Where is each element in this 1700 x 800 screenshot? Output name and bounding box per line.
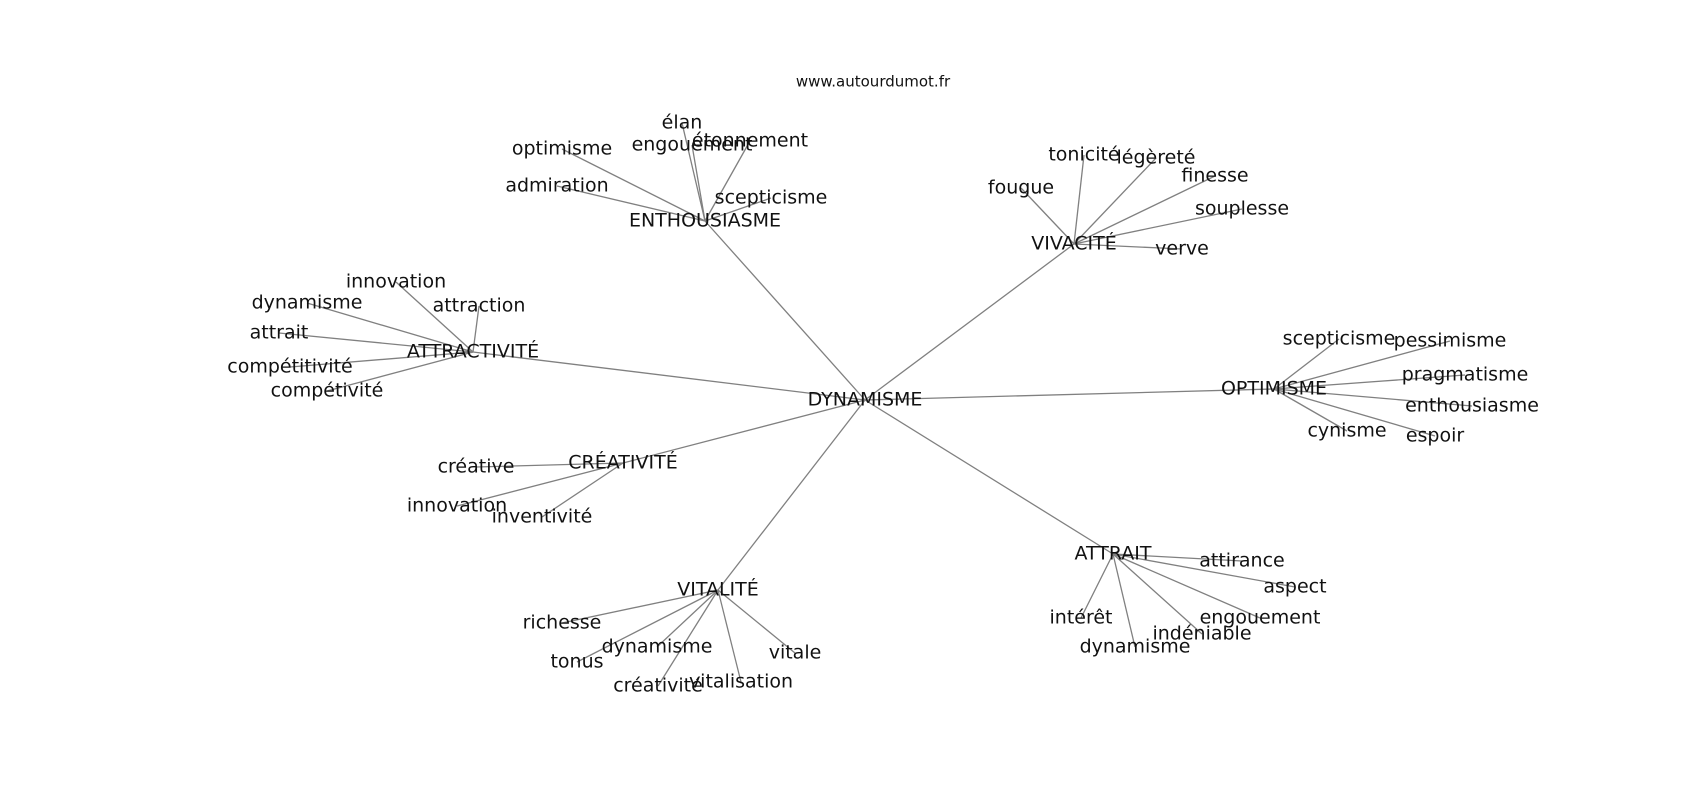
edge-group-to-leaf: [475, 462, 624, 468]
edge-group-to-leaf: [1080, 553, 1114, 619]
leaf-node-label[interactable]: indéniable: [1152, 623, 1251, 645]
edge-group-to-leaf: [456, 462, 624, 507]
group-node-label[interactable]: ATTRACTIVITÉ: [407, 340, 539, 363]
edge-group-to-leaf: [1073, 157, 1157, 245]
edge-group-to-leaf: [556, 185, 706, 222]
edge-group-to-leaf: [541, 462, 624, 518]
leaf-node-label[interactable]: vitalisation: [689, 671, 793, 693]
leaf-node-label[interactable]: verve: [1155, 238, 1209, 260]
leaf-node-label[interactable]: innovation: [407, 495, 507, 517]
edge-group-to-leaf: [1273, 388, 1348, 432]
edge-center-to-group: [622, 399, 866, 464]
edge-group-to-leaf: [717, 589, 796, 654]
leaf-node-label[interactable]: pragmatisme: [1402, 364, 1529, 386]
leaf-node-label[interactable]: enthousiasme: [1405, 395, 1539, 417]
leaf-node-label[interactable]: aspect: [1263, 576, 1326, 598]
edge-group-to-leaf: [1112, 553, 1243, 562]
edge-center-to-group: [704, 220, 866, 401]
edge-group-to-leaf: [395, 281, 474, 353]
leaf-node-label[interactable]: inventivité: [492, 506, 593, 528]
leaf-node-label[interactable]: créativité: [613, 675, 703, 697]
leaf-node-label[interactable]: admiration: [505, 175, 608, 197]
edge-group-to-leaf: [278, 332, 474, 353]
edge-group-to-leaf: [657, 589, 719, 687]
group-node-label[interactable]: VIVACITÉ: [1031, 232, 1117, 255]
leaf-node-label[interactable]: élan: [662, 112, 703, 134]
leaf-node-label[interactable]: vitale: [769, 642, 822, 664]
leaf-node-label[interactable]: attirance: [1199, 550, 1284, 572]
graph-labels: DYNAMISME ENTHOUSIASME optimisme engouement…: [227, 112, 1539, 697]
group-node-label[interactable]: ENTHOUSIASME: [629, 210, 781, 232]
group-node-label[interactable]: CRÉATIVITÉ: [568, 451, 677, 474]
edge-group-to-leaf: [561, 148, 706, 222]
leaf-node-label[interactable]: compétivité: [271, 380, 384, 402]
edge-group-to-leaf: [472, 305, 480, 353]
edge-group-to-leaf: [289, 351, 474, 368]
leaf-node-label[interactable]: étonnement: [692, 130, 808, 152]
source-url: www.autourdumot.fr: [796, 73, 951, 91]
leaf-node-label[interactable]: tonicité: [1048, 144, 1119, 166]
leaf-node-label[interactable]: espoir: [1406, 425, 1465, 447]
edge-group-to-leaf: [1073, 208, 1243, 245]
group-node-label[interactable]: VITALITÉ: [677, 578, 759, 601]
leaf-node-label[interactable]: cynisme: [1307, 420, 1386, 442]
edge-group-to-leaf: [1073, 243, 1183, 250]
leaf-node-label[interactable]: légèreté: [1117, 147, 1196, 169]
edge-group-to-leaf: [1273, 374, 1466, 390]
edge-group-to-leaf: [306, 302, 474, 353]
edge-group-to-leaf: [1112, 553, 1261, 619]
edge-group-to-leaf: [1073, 154, 1085, 245]
edge-group-to-leaf: [681, 122, 706, 222]
edge-group-to-leaf: [326, 351, 474, 392]
edge-center-to-group: [864, 399, 1114, 555]
leaf-node-label[interactable]: scepticisme: [1283, 328, 1396, 350]
edge-group-to-leaf: [1020, 187, 1075, 245]
edge-center-to-group: [864, 388, 1275, 401]
edge-group-to-leaf: [1273, 340, 1451, 390]
leaf-node-label[interactable]: engouement: [632, 134, 753, 156]
edge-center-to-group: [717, 399, 866, 591]
leaf-node-label[interactable]: tonus: [550, 651, 603, 673]
edge-group-to-leaf: [1273, 388, 1473, 407]
leaf-node-label[interactable]: finesse: [1181, 165, 1248, 187]
leaf-node-label[interactable]: dynamisme: [1080, 636, 1191, 658]
edge-group-to-leaf: [717, 589, 742, 683]
leaf-node-label[interactable]: attrait: [250, 322, 309, 344]
leaf-node-label[interactable]: souplesse: [1195, 198, 1289, 220]
edge-group-to-leaf: [1112, 553, 1136, 648]
edge-group-to-leaf: [1273, 388, 1436, 437]
leaf-node-label[interactable]: innovation: [346, 271, 446, 293]
leaf-node-label[interactable]: dynamisme: [602, 636, 713, 658]
leaf-node-label[interactable]: dynamisme: [252, 292, 363, 314]
edge-center-to-group: [864, 243, 1075, 401]
leaf-node-label[interactable]: scepticisme: [715, 187, 828, 209]
edge-group-to-leaf: [1073, 175, 1216, 245]
leaf-node-label[interactable]: optimisme: [512, 138, 612, 160]
group-node-label[interactable]: OPTIMISME: [1221, 378, 1327, 400]
group-node-label[interactable]: ATTRAIT: [1074, 543, 1151, 565]
leaf-node-label[interactable]: engouement: [1200, 607, 1321, 629]
edge-center-to-group: [472, 351, 866, 401]
edge-group-to-leaf: [656, 589, 719, 648]
leaf-node-label[interactable]: créative: [438, 456, 515, 478]
edge-group-to-leaf: [1273, 338, 1340, 390]
edge-group-to-leaf: [576, 589, 719, 663]
edge-group-to-leaf: [704, 197, 772, 222]
edge-group-to-leaf: [691, 144, 706, 222]
edge-group-to-leaf: [1112, 553, 1203, 635]
leaf-node-label[interactable]: fougue: [988, 177, 1054, 199]
edge-group-to-leaf: [1112, 553, 1296, 588]
leaf-node-label[interactable]: richesse: [523, 612, 602, 634]
edge-group-to-leaf: [561, 589, 719, 624]
leaf-node-label[interactable]: intérêt: [1050, 607, 1113, 629]
leaf-node-label[interactable]: attraction: [433, 295, 526, 317]
leaf-node-label[interactable]: pessimisme: [1394, 330, 1507, 352]
edge-group-to-leaf: [704, 140, 751, 222]
center-node-label[interactable]: DYNAMISME: [808, 389, 923, 411]
graph-edges: [278, 122, 1473, 687]
leaf-node-label[interactable]: compétitivité: [227, 356, 352, 378]
